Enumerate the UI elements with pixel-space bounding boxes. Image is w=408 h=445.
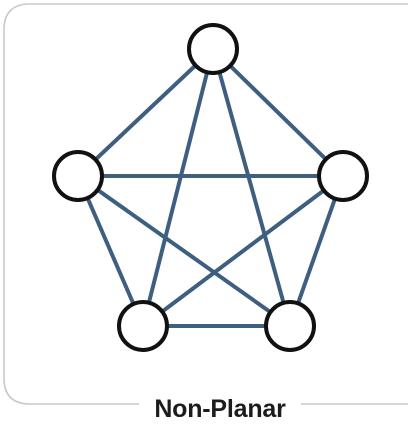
- node-left: [52, 150, 104, 202]
- node-top: [187, 23, 239, 75]
- edge-left-bottomleft: [76, 174, 145, 328]
- edge-left-bottomright: [76, 174, 292, 328]
- panel-border: [3, 3, 408, 405]
- diagram-caption: Non-Planar: [139, 389, 301, 429]
- graph-edges: [76, 47, 345, 328]
- edge-top-bottomleft: [141, 47, 215, 328]
- node-bottom-right: [264, 300, 316, 352]
- edge-right-bottomright: [288, 174, 345, 328]
- edge-top-right: [211, 47, 345, 178]
- node-right: [317, 150, 369, 202]
- edge-top-left: [76, 47, 215, 178]
- graph-nodes: [52, 23, 369, 352]
- edge-right-bottomleft: [141, 174, 345, 328]
- edge-top-bottomright: [211, 47, 292, 328]
- node-bottom-left: [117, 300, 169, 352]
